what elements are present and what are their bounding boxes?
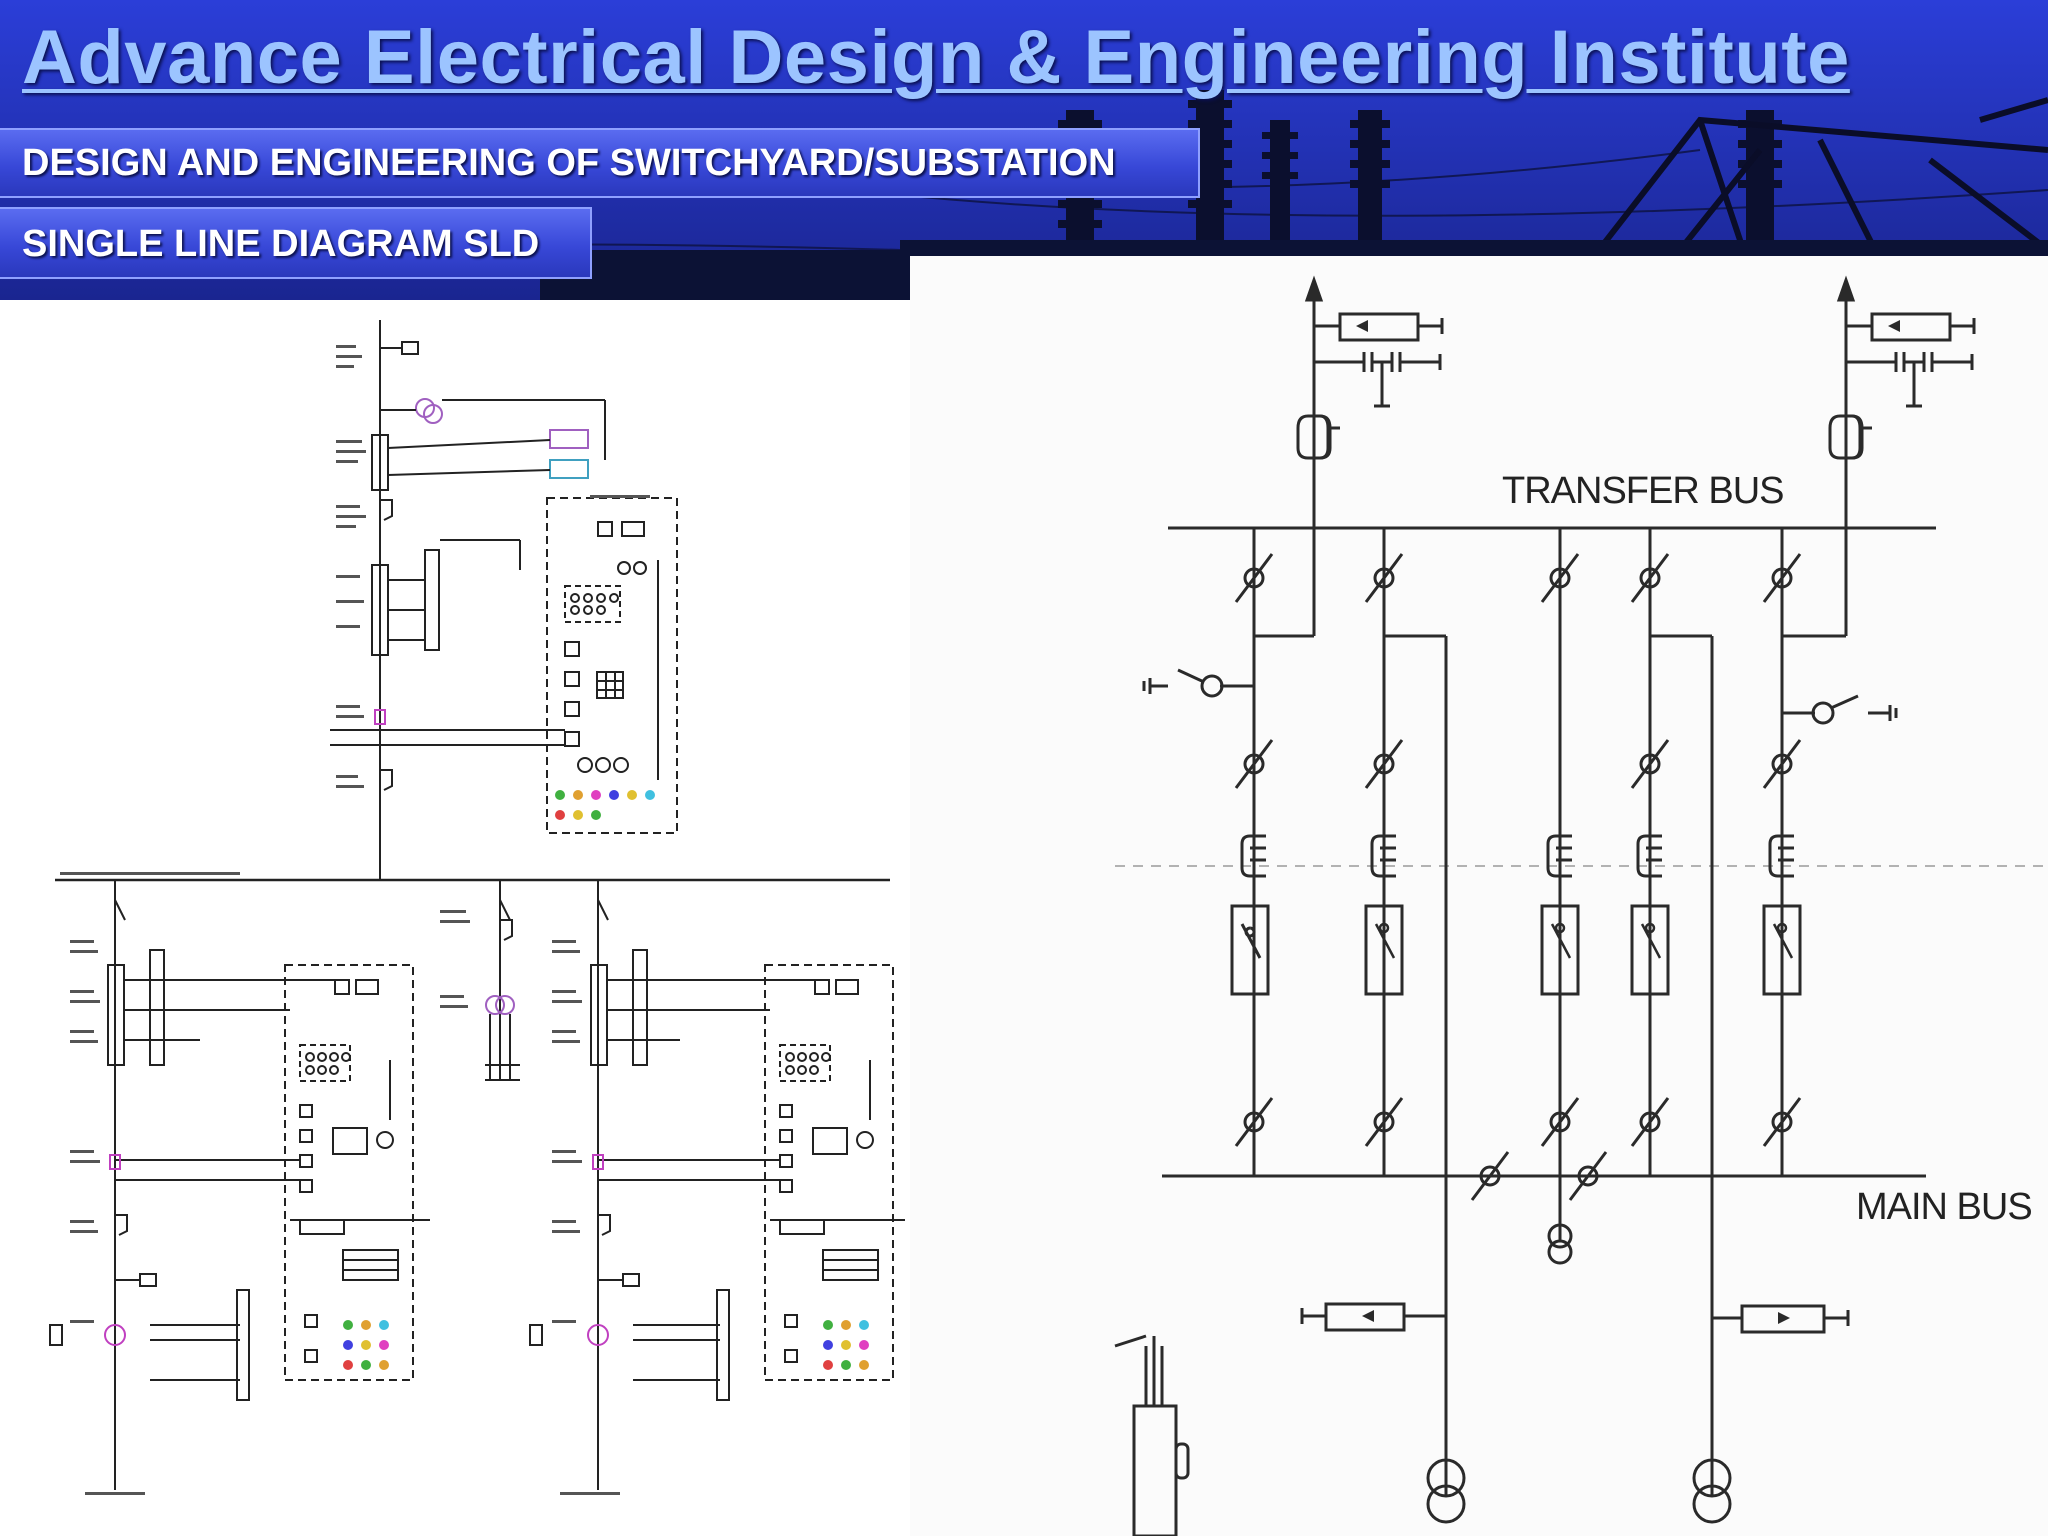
- institute-title-link[interactable]: Advance Electrical Design & Engineering …: [22, 15, 1850, 100]
- transfer-bus-label: TRANSFER BUS: [1502, 470, 1784, 512]
- main-bus-label: MAIN BUS: [1856, 1186, 2033, 1228]
- topic-banner: DESIGN AND ENGINEERING OF SWITCHYARD/SUB…: [0, 128, 1200, 198]
- main-transfer-bus-drawing: [1114, 275, 2048, 1536]
- bus-scheme-panel: TRANSFER BUS MAIN BUS: [910, 256, 2048, 1536]
- detailed-sld-drawing: [49, 320, 905, 1495]
- header-band: Advance Electrical Design & Engineering …: [0, 0, 2048, 300]
- subtopic-banner: SINGLE LINE DIAGRAM SLD: [0, 207, 592, 279]
